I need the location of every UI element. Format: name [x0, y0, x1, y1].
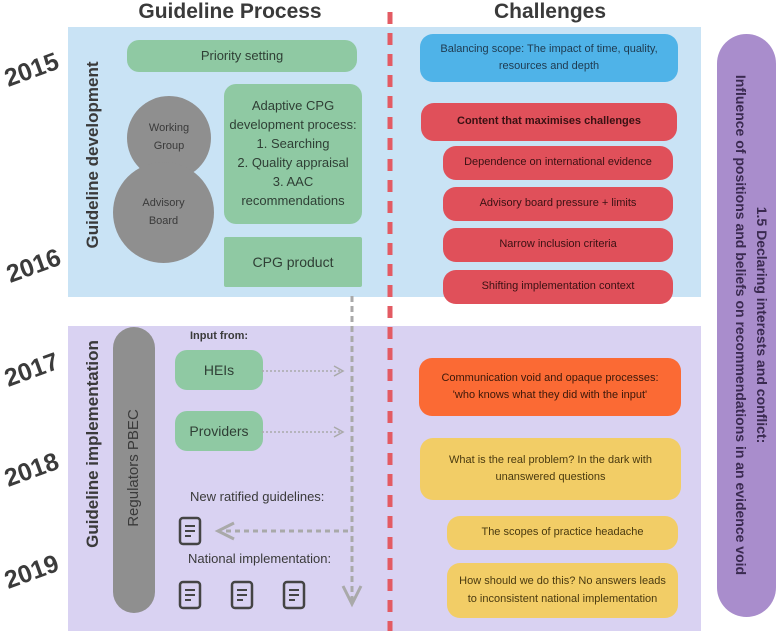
- providers-box: Providers: [175, 411, 263, 451]
- narrow-criteria-pill: Narrow inclusion criteria: [443, 228, 673, 262]
- regulators-pbec-label: Regulators PBEC: [125, 409, 142, 527]
- adaptive-line-6: recommendations: [241, 192, 345, 208]
- scopes-pill: The scopes of practice headache: [447, 516, 678, 550]
- header-guideline-process: Guideline Process: [138, 0, 322, 23]
- advisory-pressure-pill: Advisory board pressure + limits: [443, 187, 673, 221]
- cpg-product-box: CPG product: [224, 237, 362, 287]
- shifting-context-pill: Shifting implementation context: [443, 270, 673, 304]
- working-group-line1: Working: [148, 122, 190, 135]
- how-should-line1: How should we do this? No answers leads: [459, 575, 666, 588]
- side-banner-text: 1.5 Declaring interests and conflict: In…: [720, 35, 772, 615]
- real-problem-line1: What is the real problem? In the dark wi…: [449, 453, 652, 466]
- input-from-label: Input from:: [190, 330, 249, 342]
- national-document-icon-3: [282, 580, 306, 610]
- communication-void-pill: Communication void and opaque processes:…: [419, 358, 681, 416]
- year-2016: 2016: [2, 243, 65, 289]
- real-problem-line2: unanswered questions: [495, 471, 606, 483]
- communication-line1: Communication void and opaque processes:: [441, 371, 659, 384]
- providers-arrow: [262, 426, 345, 438]
- how-should-line2: to inconsistent national implementation: [467, 592, 658, 605]
- header-challenges: Challenges: [493, 0, 607, 23]
- side-banner-line2: Influence of positions and beliefs on re…: [733, 74, 749, 576]
- year-2018: 2018: [0, 447, 63, 493]
- working-group-line2: Group: [153, 140, 185, 152]
- priority-setting-box: Priority setting: [127, 40, 357, 72]
- adaptive-line-1: Adaptive CPG: [251, 98, 335, 114]
- regulators-pbec-bar: [113, 327, 155, 613]
- adaptive-line-4: 2. Quality appraisal: [237, 155, 349, 170]
- balancing-line2: resources and depth: [498, 60, 600, 72]
- side-banner: [717, 34, 776, 617]
- column-divider: [387, 12, 393, 631]
- flow-arrow-down: [341, 296, 363, 608]
- guideline-development-label: Guideline development: [83, 61, 102, 249]
- adaptive-line-3: 1. Searching: [256, 136, 330, 152]
- adaptive-line-5: 3. AAC: [272, 173, 314, 189]
- side-banner-line1: 1.5 Declaring interests and conflict:: [754, 206, 770, 444]
- adaptive-line-2: development process:: [229, 117, 357, 133]
- how-should-pill: How should we do this? No answers leads t…: [447, 563, 678, 618]
- ratified-arrow: [214, 521, 352, 541]
- advisory-board-line2: Board: [148, 214, 179, 227]
- advisory-board-line1: Advisory: [142, 196, 185, 209]
- real-problem-pill: What is the real problem? In the dark wi…: [420, 438, 681, 500]
- national-document-icon-1: [178, 580, 202, 610]
- dependence-pill: Dependence on international evidence: [443, 146, 673, 180]
- ratified-document-icon: [178, 516, 202, 546]
- guideline-implementation-label: Guideline implementation: [83, 340, 102, 548]
- content-maximises-pill: Content that maximises challenges: [421, 103, 677, 141]
- new-ratified-label: New ratified guidelines:: [190, 489, 325, 504]
- national-implementation-label: National implementation:: [188, 551, 332, 566]
- heis-arrow: [262, 365, 345, 377]
- heis-box: HEIs: [175, 350, 263, 390]
- year-2017: 2017: [0, 347, 63, 393]
- communication-line2: 'who knows what they did with the input': [452, 389, 648, 401]
- balancing-scope-pill: Balancing scope: The impact of time, qua…: [420, 34, 678, 82]
- year-2019: 2019: [0, 549, 63, 595]
- adaptive-cpg-box: Adaptive CPG development process: 1. Sea…: [224, 84, 362, 224]
- balancing-line1: Balancing scope: The impact of time, qua…: [440, 42, 658, 55]
- national-document-icon-2: [230, 580, 254, 610]
- year-2015: 2015: [0, 47, 63, 93]
